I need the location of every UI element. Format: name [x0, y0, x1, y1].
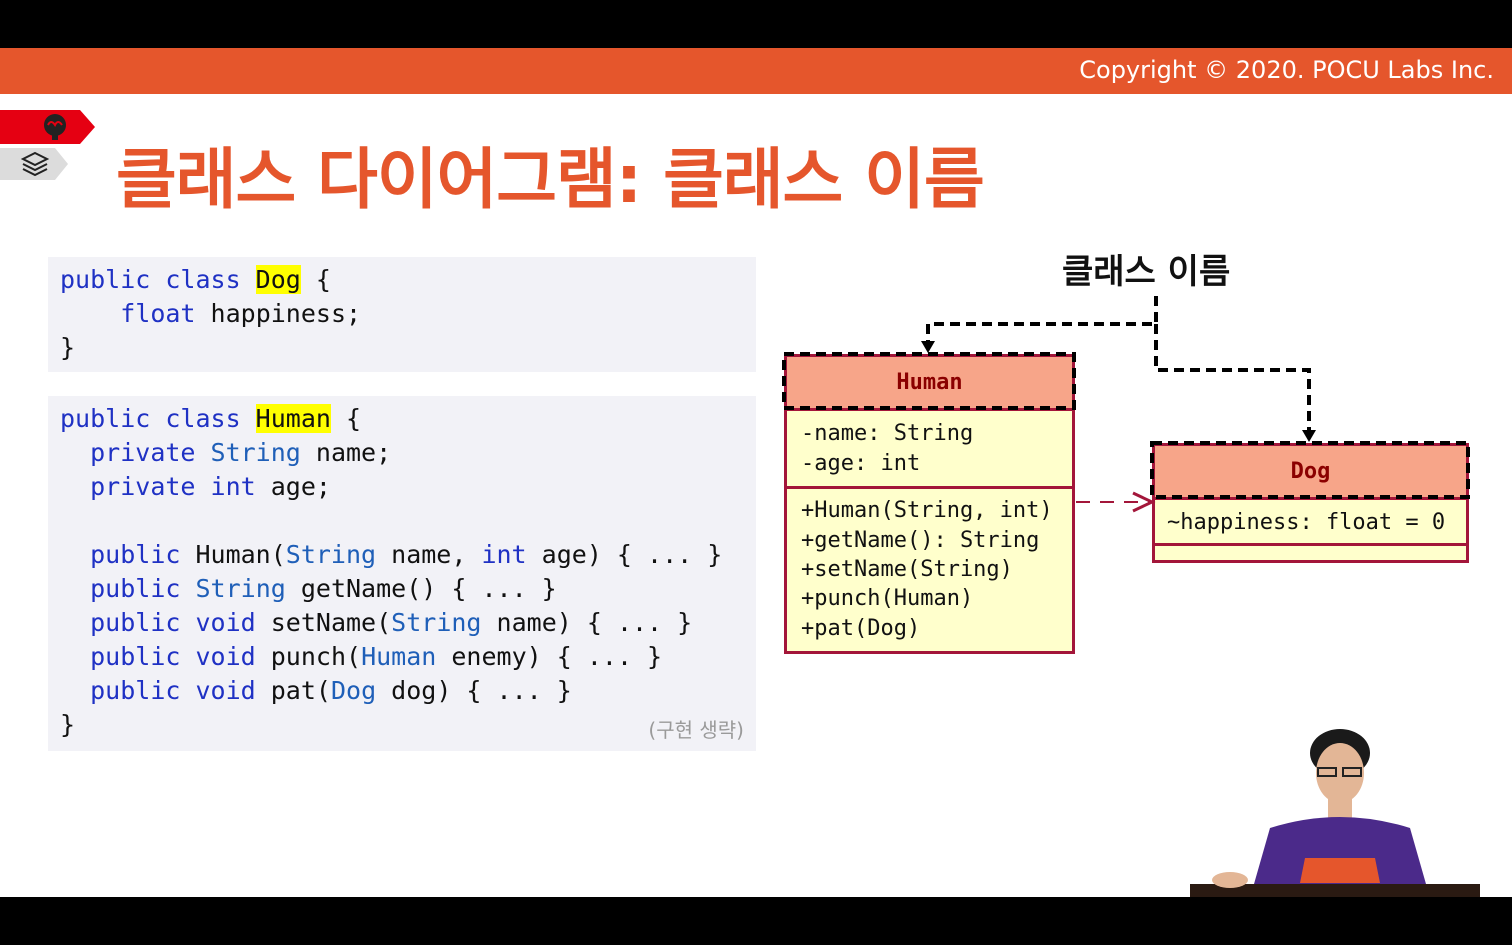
operation-row: +pat(Dog) [801, 616, 921, 641]
code-line: public String getName() { ... } [90, 574, 557, 603]
code-line: private int age; [90, 472, 331, 501]
attribute-row: -name: String [801, 421, 974, 446]
code-line: private String name; [90, 438, 392, 467]
code-line: public class Human { [60, 404, 362, 433]
dog-code-block: public class Dog { float happiness; } [48, 257, 756, 372]
human-class-box: Human -name: String -age: int +Human(Str… [784, 354, 1075, 654]
human-class-name: Human [787, 357, 1072, 408]
page-title: 클래스 다이어그램: 클래스 이름 [116, 141, 985, 218]
dog-operations-section [1155, 543, 1466, 560]
arrowhead-dog [1302, 430, 1316, 442]
human-name-highlight [782, 352, 1076, 410]
operation-row: +getName(): String [801, 528, 1040, 553]
video-top-letterbox [0, 0, 1512, 48]
operation-row: +Human(String, int) [801, 498, 1053, 523]
brain-icon [44, 114, 66, 140]
code-line: public void pat(Dog dog) { ... } [90, 676, 572, 705]
copyright-text: Copyright © 2020. POCU Labs Inc. [1079, 56, 1494, 84]
dog-name-highlight [1150, 441, 1470, 499]
dependency-arrowhead [1132, 491, 1156, 513]
human-code-block: public class Human { private String name… [48, 396, 756, 751]
dog-class-name: Dog [1155, 446, 1466, 497]
code-line: public void setName(String name) { ... } [90, 608, 693, 637]
implementation-omitted-note: (구현 생략) [648, 718, 744, 742]
human-operations-section: +Human(String, int) +getName(): String +… [787, 486, 1072, 651]
code-line: } [60, 710, 76, 739]
code-line: public class Dog { [60, 265, 331, 294]
code-line: public Human(String name, int age) { ...… [90, 540, 723, 569]
video-bottom-letterbox [0, 897, 1512, 945]
slide: Copyright © 2020. POCU Labs Inc. 클래스 다이어… [0, 48, 1512, 897]
code-line: float happiness; [120, 299, 362, 328]
operation-row: +punch(Human) [801, 586, 974, 611]
dog-attributes-section: ~happiness: float = 0 [1155, 497, 1466, 543]
dog-class-box: Dog ~happiness: float = 0 [1152, 443, 1469, 563]
pointer-to-dog [1154, 324, 1311, 435]
diagram-overlay [782, 296, 1470, 513]
operation-row: +setName(String) [801, 557, 1013, 582]
layers-icon [20, 151, 50, 177]
code-line: public void punch(Human enemy) { ... } [90, 642, 663, 671]
arrowhead-human [921, 341, 935, 353]
attribute-row: -age: int [801, 451, 921, 476]
attribute-row: ~happiness: float = 0 [1167, 510, 1446, 535]
code-line: } [60, 333, 76, 362]
presenter-video [1190, 729, 1480, 897]
diagram-class-name-label: 클래스 이름 [1062, 252, 1231, 292]
header-band: Copyright © 2020. POCU Labs Inc. [0, 48, 1512, 94]
pointer-to-human [926, 296, 1158, 346]
